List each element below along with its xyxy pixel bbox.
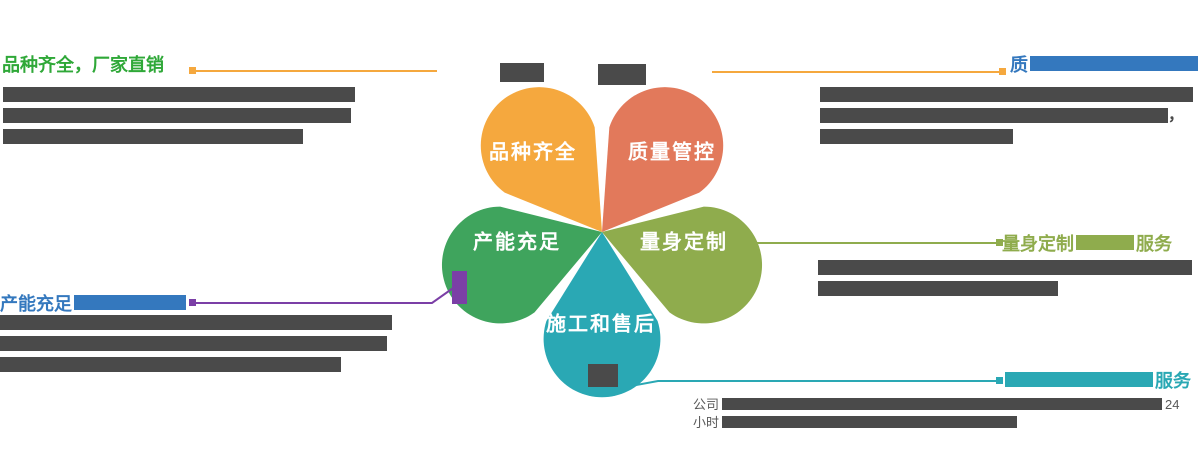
callout-body-text: ， [1168, 107, 1185, 124]
callout-body-text: 24 [1165, 396, 1180, 412]
callout-body [0, 315, 400, 378]
callout-body-line [818, 260, 1198, 275]
redaction-bar [3, 87, 355, 102]
petal-capacity [442, 206, 602, 324]
connector-endpoint-mid-right [996, 239, 1003, 246]
callout-body-line [3, 108, 363, 123]
connector-mid-left [196, 285, 457, 304]
callout-body: 公司 24 小时 [690, 397, 1200, 433]
callout-body: ， [820, 87, 1200, 150]
redaction-bar [3, 108, 351, 123]
connector-endpoint-bottom-right [996, 377, 1003, 384]
callout-body-text: 小时 [693, 414, 720, 430]
callout-body-line [3, 129, 363, 144]
callout-title: 质 [1010, 54, 1198, 75]
callout-body-line [3, 87, 363, 102]
redaction-bar [820, 129, 1013, 144]
connector-endpoint-top-right [999, 68, 1006, 75]
callout-title: 服务 [1005, 370, 1191, 391]
callout-title-text: 质 [1010, 54, 1028, 75]
petal-label-variety: 品种齐全 [489, 141, 577, 164]
callout-title-text: 品种齐全，厂家直销 [2, 54, 164, 75]
petal-aftersales [543, 232, 661, 398]
callout-body-line [820, 87, 1200, 102]
callout-title: 品种齐全，厂家直销 [2, 54, 164, 75]
callout-body-line [820, 129, 1200, 144]
callout-body [3, 87, 363, 150]
flower [442, 87, 762, 398]
callout-body-line [818, 281, 1198, 296]
redaction-bar [74, 295, 186, 310]
connector-endpoint-mid-left [189, 299, 196, 306]
redaction-bar [3, 129, 303, 144]
callout-body-line: 小时 [690, 414, 1200, 430]
callout-body-line [0, 315, 400, 330]
callout-body-line [0, 336, 400, 351]
callout-body-line [0, 357, 400, 372]
callout-title-text: 产能充足 [0, 293, 72, 314]
callout-title: 量身定制 服务 [1002, 233, 1172, 254]
redaction-bar [1076, 235, 1134, 250]
connector-bottom-right [619, 380, 996, 389]
callout-title-text: 服务 [1155, 370, 1191, 391]
petal-quality [602, 87, 724, 232]
callout-title-text: 量身定制 [1002, 233, 1074, 254]
redaction-bar [0, 357, 341, 372]
callout-body-line: ， [820, 107, 1200, 124]
petal-label-custom: 量身定制 [640, 231, 728, 254]
callout-body-text: 公司 [693, 396, 720, 412]
redaction-bar [820, 87, 1193, 102]
redaction-bar [722, 398, 1163, 410]
petal-variety [480, 87, 602, 232]
callout-title: 产能充足 [0, 293, 186, 314]
callout-title-text: 服务 [1136, 233, 1172, 254]
connector-endpoint-top-left [189, 67, 196, 74]
petal-custom [602, 206, 762, 324]
anchor-tab-top-center [598, 64, 646, 85]
petal-label-capacity: 产能充足 [473, 231, 561, 254]
redaction-bar [820, 108, 1168, 123]
anchor-tab-left [452, 271, 467, 304]
callout-body [818, 260, 1198, 302]
redaction-bar [818, 260, 1192, 275]
redaction-bar [1030, 56, 1198, 71]
petal-label-aftersales: 施工和售后 [546, 313, 656, 336]
petal-label-quality: 质量管控 [628, 141, 716, 164]
callout-body-line: 公司 24 [690, 396, 1200, 412]
redaction-bar [0, 336, 387, 351]
redaction-bar [818, 281, 1058, 296]
redaction-bar [722, 416, 1018, 428]
redaction-bar [0, 315, 392, 330]
anchor-tab-top-left [500, 63, 544, 82]
redaction-bar [1005, 372, 1153, 387]
anchor-tab-bottom [588, 364, 618, 387]
